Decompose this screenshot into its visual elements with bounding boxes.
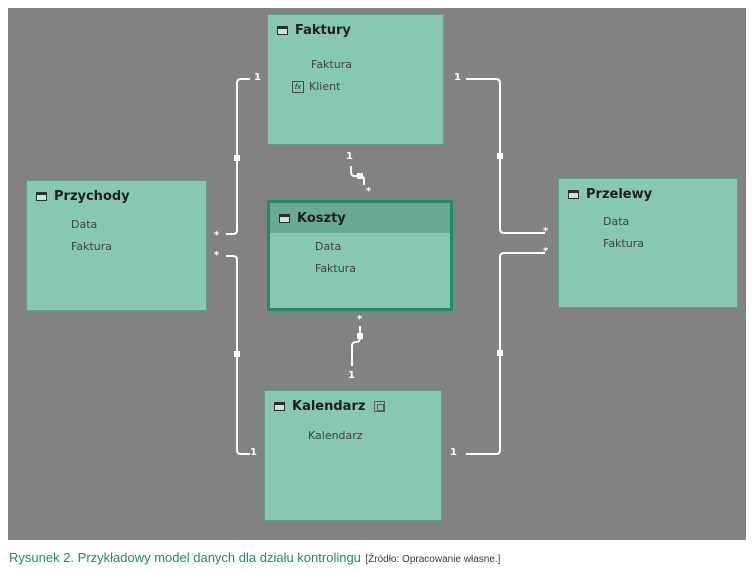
table-name: Przychody xyxy=(54,188,130,204)
relationship-direction-marker xyxy=(497,153,503,159)
cardinality-one: 1 xyxy=(348,370,355,381)
cardinality-one: 1 xyxy=(254,72,261,83)
field-klient[interactable]: fx Klient xyxy=(292,80,340,93)
field-label: Klient xyxy=(309,80,341,93)
field-faktura[interactable]: Faktura xyxy=(71,240,112,253)
relationship-kalendarz-koszty[interactable] xyxy=(351,326,361,366)
cardinality-many: * xyxy=(543,246,549,257)
table-header[interactable]: Koszty xyxy=(270,203,450,233)
cardinality-one: 1 xyxy=(454,72,461,83)
cardinality-many: * xyxy=(366,186,372,197)
table-przychody[interactable]: Przychody Data Faktura xyxy=(26,180,207,311)
table-header[interactable]: Przychody xyxy=(27,181,206,211)
table-name: Przelewy xyxy=(586,186,653,202)
table-header[interactable]: Kalendarz xyxy=(265,391,441,421)
relationship-faktury-przelewy[interactable] xyxy=(466,78,545,234)
caption-title: Rysunek 2. Przykładowy model danych dla … xyxy=(9,550,361,565)
relationship-direction-marker xyxy=(497,350,503,356)
table-name: Kalendarz xyxy=(292,398,366,414)
relationship-lines xyxy=(226,78,545,455)
field-faktura[interactable]: Faktura xyxy=(603,237,644,250)
table-icon xyxy=(279,213,290,223)
field-data[interactable]: Data xyxy=(603,215,630,228)
table-icon xyxy=(36,191,47,201)
cardinality-one: 1 xyxy=(450,447,457,458)
table-kalendarz[interactable]: Kalendarz Kalendarz xyxy=(264,390,442,521)
table-przelewy[interactable]: Przelewy Data Faktura xyxy=(558,178,738,308)
cardinality-many: * xyxy=(214,230,220,241)
table-icon xyxy=(568,189,579,199)
table-header[interactable]: Przelewy xyxy=(559,179,737,209)
caption-source: [Źródło: Opracowanie własne.] xyxy=(365,554,501,565)
table-icon xyxy=(277,25,288,35)
relationship-direction-marker xyxy=(234,155,240,161)
table-koszty[interactable]: Koszty Data Faktura xyxy=(267,200,453,311)
cardinality-one: 1 xyxy=(250,447,257,458)
fx-icon: fx xyxy=(292,81,304,93)
relationship-direction-marker xyxy=(357,173,363,179)
table-name: Koszty xyxy=(297,210,346,226)
relationship-direction-marker xyxy=(234,351,240,357)
table-header[interactable]: Faktury xyxy=(268,15,443,45)
model-canvas[interactable]: 1 * 1 * 1 * 1 * 1 * * 1 Faktury Faktura … xyxy=(8,8,746,540)
relationship-direction-marker xyxy=(357,333,363,339)
field-faktura[interactable]: Faktura xyxy=(311,58,352,71)
table-name: Faktury xyxy=(295,22,351,38)
field-faktura[interactable]: Faktura xyxy=(315,262,356,275)
table-icon xyxy=(274,401,285,411)
cardinality-many: * xyxy=(357,314,363,325)
relationship-kalendarz-przelewy[interactable] xyxy=(466,252,545,455)
cardinality-many: * xyxy=(214,250,220,261)
field-data[interactable]: Data xyxy=(71,218,98,231)
figure-caption: Rysunek 2. Przykładowy model danych dla … xyxy=(9,549,500,567)
table-faktury[interactable]: Faktury Faktura fx Klient xyxy=(267,14,444,145)
cardinality-many: * xyxy=(543,226,549,237)
field-data[interactable]: Data xyxy=(315,240,342,253)
field-kalendarz[interactable]: Kalendarz xyxy=(308,429,363,442)
calendar-icon xyxy=(374,400,386,412)
cardinality-one: 1 xyxy=(346,151,353,162)
